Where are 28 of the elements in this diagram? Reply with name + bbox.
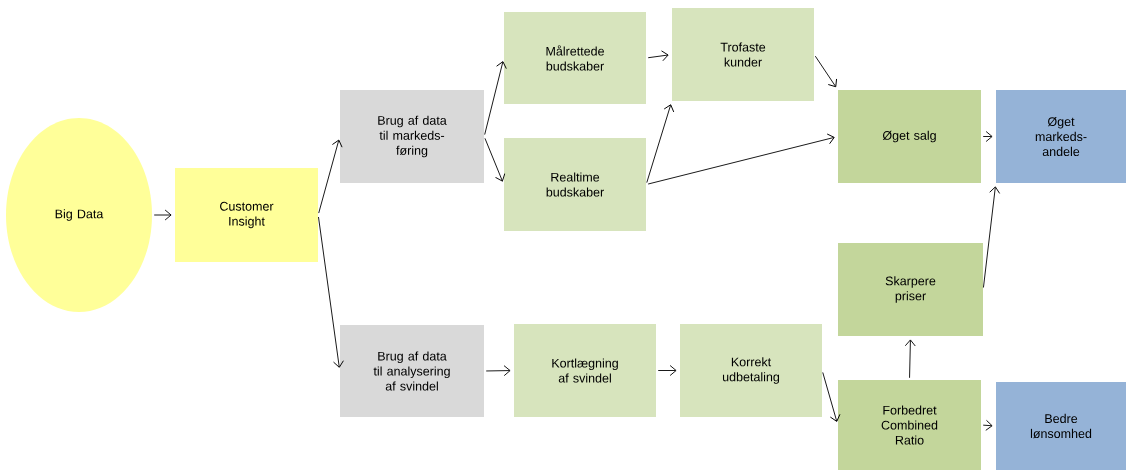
process-box: Korrekt udbetaling: [680, 324, 822, 417]
arrow: [822, 372, 841, 422]
process-box: Bedre lønsomhed: [996, 382, 1126, 470]
process-box: Målrettede budskaber: [504, 12, 646, 104]
process-box: Brug af data til markeds-føring: [340, 90, 484, 183]
arrow: [647, 133, 835, 185]
arrow: [657, 365, 677, 376]
process-box: Trofaste kunder: [672, 8, 814, 101]
process-box: Øget markeds-andele: [996, 90, 1126, 183]
process-box: Skarpere priser: [838, 243, 983, 336]
arrow: [484, 137, 506, 182]
arrow: [153, 209, 172, 221]
arrow: [646, 104, 675, 184]
ellipse-node: Big Data: [6, 118, 152, 312]
process-box: Øget salg: [838, 90, 981, 183]
process-box: Customer Insight: [175, 168, 318, 262]
arrow: [983, 186, 1001, 288]
process-box: Forbedret Combined Ratio: [838, 380, 981, 470]
process-box: Realtime budskaber: [504, 138, 646, 231]
arrow: [484, 61, 507, 135]
arrow: [485, 365, 511, 377]
arrow: [904, 339, 916, 379]
arrow: [814, 55, 838, 88]
arrow: [318, 139, 343, 214]
arrow: [647, 50, 669, 62]
arrow: [318, 216, 344, 368]
process-box: Kortlægning af svindel: [514, 324, 656, 417]
process-box: Brug af data til analysering af svindel: [340, 325, 484, 417]
